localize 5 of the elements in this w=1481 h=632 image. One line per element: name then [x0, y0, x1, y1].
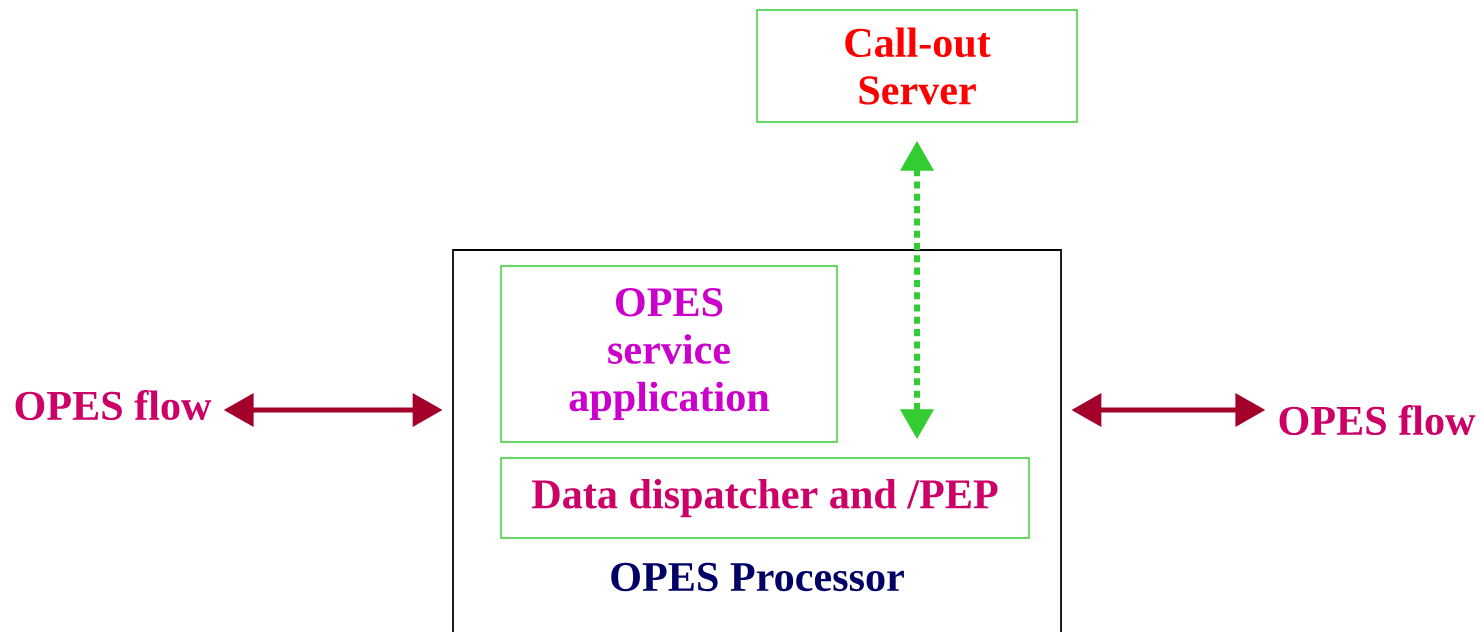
component-box: Call-out Server: [756, 9, 1078, 123]
flow-label: OPES flow: [1279, 404, 1476, 436]
component-box: OPES service application: [500, 265, 838, 443]
flow-label: OPES flow: [15, 389, 212, 421]
component-box: Data dispatcher and /PEP: [500, 457, 1030, 539]
